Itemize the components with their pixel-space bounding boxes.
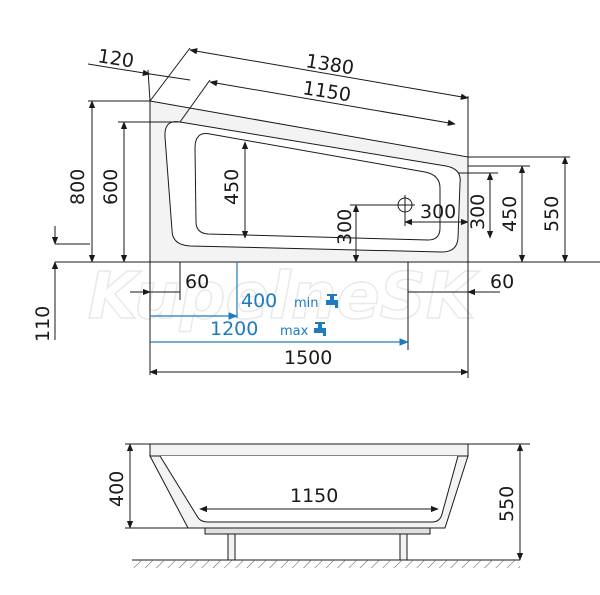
dim-800: 800 xyxy=(67,169,89,205)
ground-hatch xyxy=(132,560,520,568)
side-rim xyxy=(149,443,469,457)
side-view: 400 1150 550 xyxy=(106,443,530,568)
side-base-plate xyxy=(204,527,431,535)
max-value: 1200 xyxy=(210,318,258,340)
dim-400-side: 400 xyxy=(106,471,128,507)
dim-1150-top: 1150 xyxy=(301,77,352,106)
dim-300-vertical: 300 xyxy=(334,209,356,245)
faucet-icon xyxy=(314,322,326,336)
min-value: 400 xyxy=(241,290,277,312)
dim-600: 600 xyxy=(100,169,122,205)
dim-450-inner: 450 xyxy=(221,169,243,205)
dim-300-right: 300 xyxy=(467,194,489,230)
top-view: 120 1380 1150 800 600 450 300 300 300 xyxy=(32,45,600,378)
max-label: max xyxy=(280,324,309,339)
dim-120: 120 xyxy=(96,45,135,72)
dim-60-right: 60 xyxy=(490,271,514,293)
watermark: KupelneSK xyxy=(88,260,480,334)
dim-1380: 1380 xyxy=(304,50,355,79)
min-label: min xyxy=(294,296,319,311)
tub-basin-bottom xyxy=(194,133,441,241)
dim-60-left: 60 xyxy=(185,271,209,293)
dim-450-right: 450 xyxy=(499,196,521,232)
dim-1500: 1500 xyxy=(284,347,332,369)
dim-1150-side: 1150 xyxy=(290,485,338,507)
faucet-icon xyxy=(326,294,338,308)
dim-300-horizontal: 300 xyxy=(420,201,456,223)
dim-110: 110 xyxy=(32,306,54,342)
dim-550-side: 550 xyxy=(496,486,518,522)
side-inner xyxy=(159,455,459,523)
dim-550-right: 550 xyxy=(541,196,563,232)
